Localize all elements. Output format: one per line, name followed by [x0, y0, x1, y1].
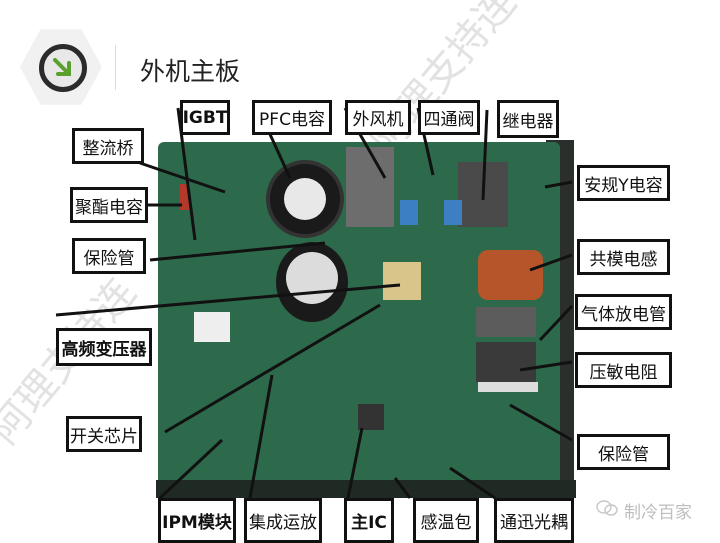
page-title: 外机主板 — [140, 57, 241, 86]
white-block — [194, 312, 230, 342]
fuse — [478, 382, 538, 392]
label-switch-chip: 开关芯片 — [66, 416, 142, 452]
label-rectifier-bridge: 整流桥 — [72, 128, 144, 164]
label-relay: 继电器 — [497, 100, 559, 138]
label-comm-optocoupler: 通迅光耦 — [494, 498, 574, 543]
label-four-way-valve: 四通阀 — [418, 100, 480, 135]
inductor-coil — [478, 250, 543, 300]
relay — [346, 147, 394, 227]
label-temp-sensor: 感温包 — [413, 498, 479, 543]
arrow-down-right-icon — [39, 44, 87, 92]
label-integrated-opamp: 集成运放 — [244, 498, 322, 543]
brand-text: 制冷百家 — [624, 503, 692, 523]
label-fuse-right: 保险管 — [577, 434, 670, 470]
label-pfc-capacitor: PFC电容 — [252, 100, 332, 135]
label-main-ic: 主IC — [344, 498, 394, 543]
transformer — [383, 262, 421, 300]
label-igbt: IGBT — [180, 100, 230, 135]
capacitor-2 — [276, 242, 348, 322]
label-hf-transformer: 高频变压器 — [56, 328, 152, 366]
varistor-block — [476, 342, 536, 382]
brand-watermark: 制冷百家 — [596, 498, 692, 523]
label-fuse-left: 保险管 — [72, 238, 146, 274]
label-polyester-capacitor: 聚酯电容 — [70, 187, 148, 223]
filter-block — [476, 307, 536, 337]
board-bottom — [156, 480, 576, 498]
divider — [115, 45, 116, 90]
blue-cap — [444, 200, 462, 225]
wechat-icon — [596, 499, 618, 522]
polyester-cap — [180, 184, 190, 210]
blue-cap — [400, 200, 418, 225]
label-varistor: 压敏电阻 — [575, 352, 672, 388]
label-safety-y-capacitor: 安规Y电容 — [577, 165, 670, 201]
label-ipm-module: IPM模块 — [158, 498, 236, 543]
label-outdoor-fan: 外风机 — [345, 100, 411, 135]
label-common-mode-inductor: 共模电感 — [577, 239, 670, 275]
pcb-photo — [158, 142, 560, 487]
capacitor-pfc — [266, 160, 344, 238]
label-gas-discharge-tube: 气体放电管 — [575, 294, 672, 330]
main-ic — [358, 404, 384, 430]
